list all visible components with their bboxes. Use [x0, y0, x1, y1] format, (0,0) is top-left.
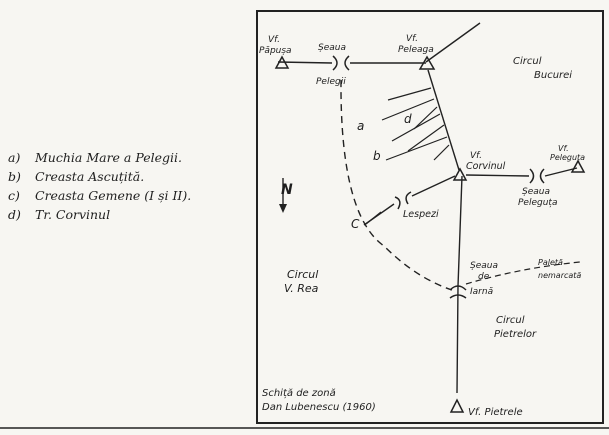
saddle-iarna-middle: de: [478, 272, 490, 282]
unmarked-path: [465, 261, 581, 285]
peak-peleguta-prefix: Vf.: [558, 144, 569, 153]
peak-peleaga-prefix: Vf.: [406, 34, 418, 44]
legend-item-c: c)Creasta Gemene (I și II).: [8, 188, 192, 203]
circul-pietrelor-line2: Pietrelor: [494, 329, 537, 340]
saddle-lespezi-icon: [394, 191, 412, 210]
ridge-label-c: C: [351, 217, 360, 231]
peak-papusa-icon: [274, 55, 290, 69]
peak-peleguta-label: Peleguța: [550, 153, 585, 162]
peak-corvinul-icon: [452, 167, 468, 181]
legend-item-a: a)Muchia Mare a Pelegii.: [8, 150, 182, 165]
saddle-pelegii-label: Pelegii: [316, 77, 346, 87]
saddle-pelegii-prefix: Șeaua: [318, 43, 346, 53]
circul-pietrelor-line1: Circul: [496, 315, 525, 326]
peak-corvinul-label: Corvinul: [466, 161, 506, 172]
secondary-ridges: [365, 87, 450, 225]
legend-item-b: b)Creasta Ascuțită.: [8, 169, 145, 184]
ridge-peleaga-corvinul: [427, 69, 460, 171]
ridge-papusa-peleaga: [277, 61, 426, 64]
peak-peleaga-label: Peleaga: [398, 45, 434, 55]
saddle-peleguta-icon: [529, 168, 545, 184]
map-frame: [256, 10, 604, 424]
peak-pietrele-icon: [449, 398, 465, 413]
saddle-pelegii-icon: [332, 55, 350, 71]
peak-papusa-prefix: Vf.: [268, 35, 280, 45]
saddle-peleguta-prefix: Șeaua: [522, 187, 550, 197]
ridge-corvinul-pietrele: [456, 175, 463, 394]
ridge-label-d: d: [404, 112, 412, 126]
peak-papusa-label: Păpușa: [259, 46, 292, 56]
ridge-peleaga-ne: [425, 22, 481, 63]
saddle-iarna-icon: [449, 285, 467, 299]
peak-pietrele-label: Vf. Pietrele: [468, 407, 523, 418]
trail-dashed: [340, 79, 453, 291]
credit-line1: Schiță de zonă: [262, 388, 336, 399]
circul-bucurei-line2: Bucurei: [534, 70, 572, 81]
circul-vrea-line2: V. Rea: [284, 282, 319, 295]
legend: a)Muchia Mare a Pelegii. b)Creasta Ascuț…: [8, 148, 248, 224]
north-arrow-head-icon: [279, 204, 287, 213]
north-label: N: [281, 182, 293, 198]
saddle-peleguta-label: Peleguța: [518, 198, 557, 208]
peak-corvinul-prefix: Vf.: [470, 151, 482, 161]
ridge-corvinul-peleguta: [465, 167, 578, 177]
legend-item-d: d)Tr. Corvinul: [8, 207, 111, 222]
paleta-line2: nemarcată: [538, 271, 581, 280]
credit-line2: Dan Lubenescu (1960): [262, 402, 376, 413]
peak-peleguta-icon: [570, 159, 586, 173]
saddle-iarna-label: Iarnă: [470, 287, 494, 297]
peak-peleaga-icon: [418, 55, 436, 70]
place-lespezi-label: Lespezi: [403, 209, 439, 220]
circul-vrea-line1: Circul: [287, 268, 318, 281]
ridge-label-a: a: [357, 119, 364, 133]
circul-bucurei-line1: Circul: [513, 56, 542, 67]
paleta-line1: Paletă: [538, 258, 563, 267]
ridge-label-b: b: [373, 149, 381, 163]
saddle-iarna-prefix: Șeaua: [470, 261, 498, 271]
